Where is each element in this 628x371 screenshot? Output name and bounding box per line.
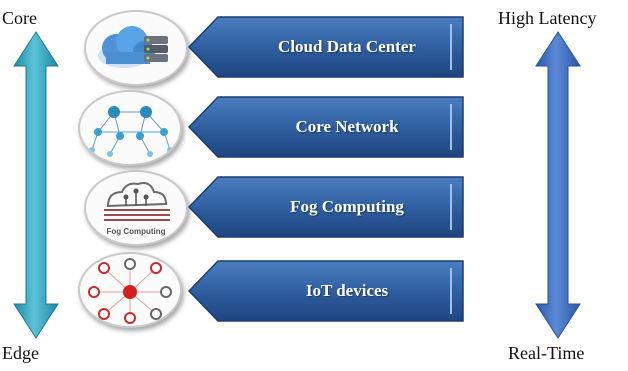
iot-devices-icon xyxy=(78,252,182,328)
cloud-data-center-label: Cloud Data Center xyxy=(278,37,416,56)
fog-computing-icon-text: Fog Computing xyxy=(106,227,165,236)
core-edge-double-arrow xyxy=(13,31,59,339)
real-time-label: Real-Time xyxy=(508,343,585,363)
iot-devices-banner: IoT devices xyxy=(188,260,464,322)
core-network-banner: Core Network xyxy=(188,96,464,158)
cloud-data-center-banner: Cloud Data Center xyxy=(188,16,464,78)
network-topology-icon xyxy=(78,90,182,166)
fog-computing-banner: Fog Computing xyxy=(188,176,464,238)
high-latency-label: High Latency xyxy=(498,8,597,28)
core-network-label: Core Network xyxy=(295,117,399,136)
iot-devices-label: IoT devices xyxy=(305,281,389,300)
fog-computing-icon: Fog Computing xyxy=(84,170,188,246)
latency-double-arrow xyxy=(535,31,581,339)
core-label: Core xyxy=(2,8,37,28)
edge-label: Edge xyxy=(2,343,39,363)
fog-computing-label: Fog Computing xyxy=(290,197,404,216)
cloud-database-icon xyxy=(84,10,188,86)
